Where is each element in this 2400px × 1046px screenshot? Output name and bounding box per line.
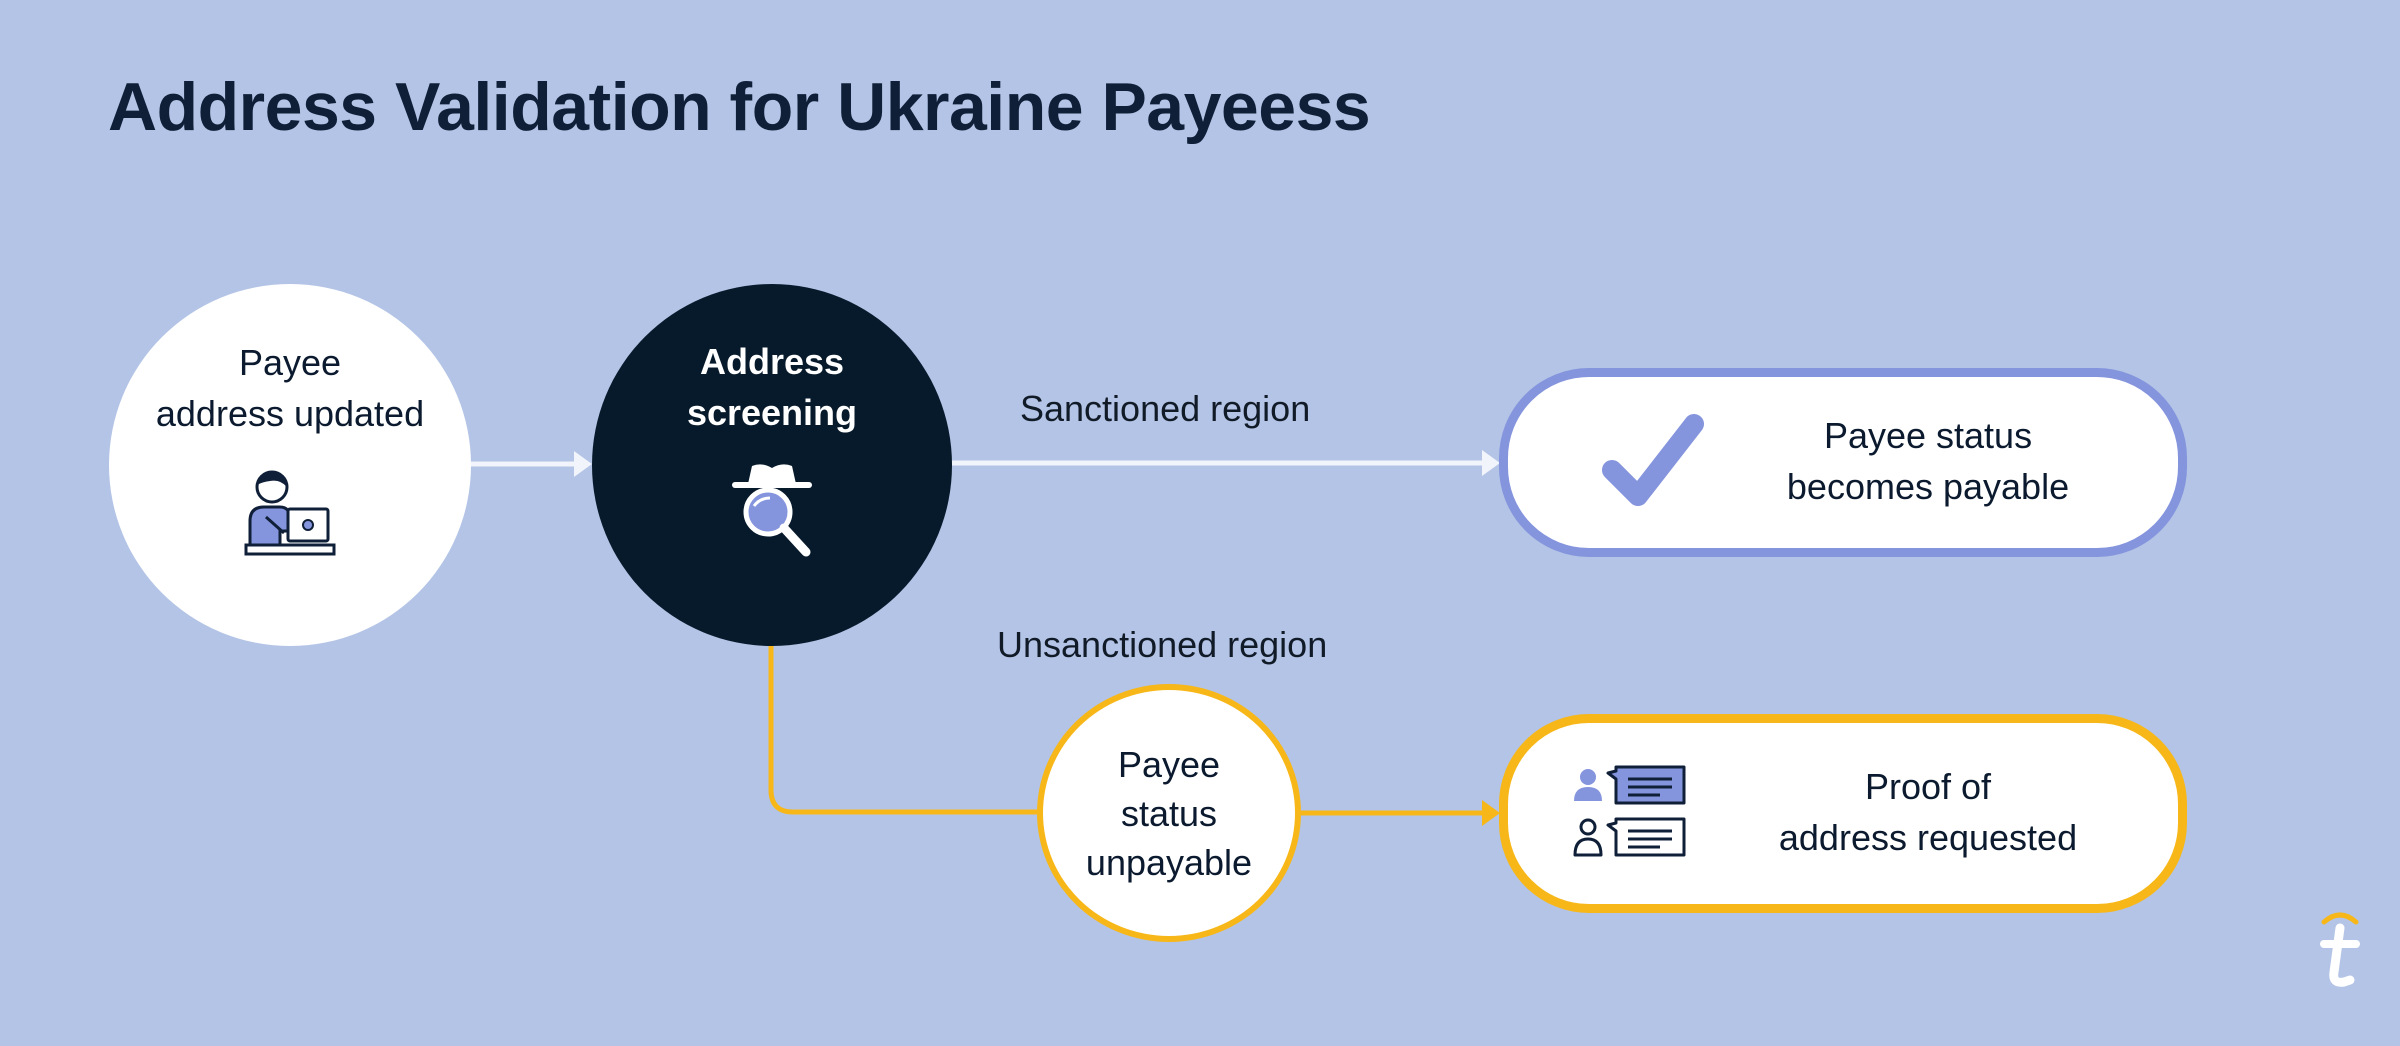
- node-payee-status-payable: Payee status becomes payable: [1499, 368, 2187, 557]
- node-proof-text: Proof of address requested: [1758, 761, 2098, 863]
- arrow-screening-to-unpayable: [768, 646, 1040, 815]
- node-proof-line1: Proof of: [1864, 766, 1992, 807]
- detective-magnifier-icon: [732, 464, 812, 557]
- node-payable-text: Payee status becomes payable: [1758, 410, 2098, 512]
- user-message-icon: [1573, 765, 1686, 857]
- person-laptop-icon: [244, 470, 336, 556]
- page-title: Address Validation for Ukraine Payeess: [108, 69, 1371, 145]
- node-payable-line1: Payee status: [1823, 415, 2033, 456]
- edge-label-unsanctioned: Unsanctioned region: [997, 624, 1328, 665]
- edge-label-sanctioned: Sanctioned region: [1020, 388, 1311, 429]
- arrow-screening-to-payable: [952, 450, 1500, 476]
- node-unpayable-line1: Payee: [1117, 743, 1221, 785]
- checkmark-icon: [1602, 414, 1704, 506]
- node-screening-line2: screening: [686, 392, 858, 433]
- node-proof-of-address-requested: Proof of address requested: [1499, 714, 2187, 913]
- node-payee-address-updated: Payee address updated: [109, 284, 471, 646]
- node-unpayable-line2: status: [1120, 792, 1218, 834]
- node-payee-status-unpayable: Payee status unpayable: [1037, 684, 1301, 942]
- node-address-screening: Address screening: [592, 284, 952, 646]
- node-updated-line2: address updated: [155, 393, 425, 434]
- brand-t-logo: [2320, 912, 2360, 987]
- arrow-unpayable-to-proof: [1301, 800, 1500, 826]
- node-unpayable-line3: unpayable: [1085, 841, 1253, 883]
- arrow-updated-to-screening: [471, 451, 592, 477]
- node-updated-line1: Payee: [238, 342, 342, 383]
- node-proof-line2: address requested: [1778, 817, 2078, 858]
- node-payable-line2: becomes payable: [1786, 466, 2070, 507]
- node-screening-line1: Address: [699, 341, 845, 382]
